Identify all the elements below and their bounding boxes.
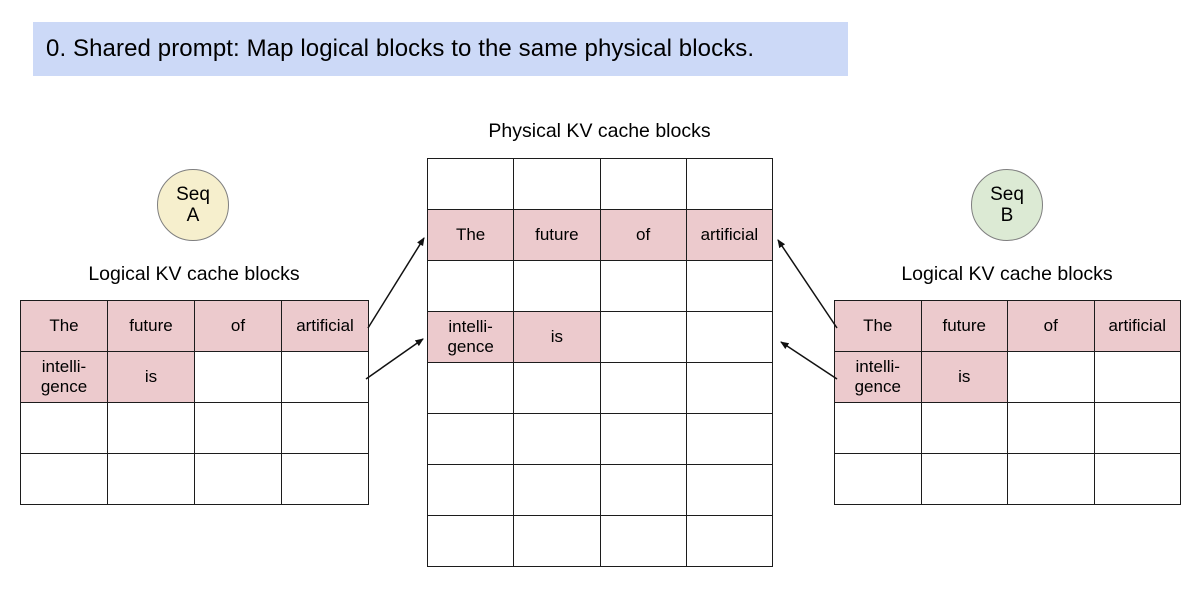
kv-block-cell-filled: artificial xyxy=(282,301,369,352)
kv-block-cell-empty xyxy=(428,159,515,210)
kv-block-cell-empty xyxy=(600,261,687,312)
kv-block-cell-filled: is xyxy=(921,352,1008,403)
kv-block-cell-filled: intelli-gence xyxy=(835,352,922,403)
kv-block-cell-empty xyxy=(1008,454,1095,505)
kv-block-cell-filled: is xyxy=(108,352,195,403)
kv-block-cell-empty xyxy=(600,465,687,516)
seq-a-badge: Seq A xyxy=(157,169,229,241)
kv-block-cell-empty xyxy=(600,516,687,567)
kv-block-cell-empty xyxy=(428,363,515,414)
kv-block-cell-empty xyxy=(600,414,687,465)
kv-block-cell-filled: of xyxy=(600,210,687,261)
kv-block-cell-empty xyxy=(1008,352,1095,403)
kv-block-cell-empty xyxy=(282,352,369,403)
kv-block-cell-empty xyxy=(282,403,369,454)
kv-block-cell-empty xyxy=(1094,403,1181,454)
kv-block-cell-empty xyxy=(108,454,195,505)
kv-block-cell-filled: The xyxy=(21,301,108,352)
kv-block-cell-empty xyxy=(282,454,369,505)
kv-block-cell-filled: of xyxy=(195,301,282,352)
kv-block-cell-filled: The xyxy=(428,210,515,261)
kv-block-cell-empty xyxy=(686,516,773,567)
seq-b-badge: Seq B xyxy=(971,169,1043,241)
seq-b-logical-label: Logical KV cache blocks xyxy=(901,263,1113,285)
kv-block-cell-empty xyxy=(686,465,773,516)
seq-a-letter: A xyxy=(186,205,200,226)
kv-block-cell-empty xyxy=(686,261,773,312)
kv-block-cell-filled: artificial xyxy=(1094,301,1181,352)
kv-block-cell-empty xyxy=(514,159,601,210)
kv-block-row xyxy=(21,454,369,505)
kv-block-cell-empty xyxy=(686,159,773,210)
kv-block-row xyxy=(835,403,1181,454)
kv-block-cell-empty xyxy=(921,454,1008,505)
kv-block-cell-empty xyxy=(195,352,282,403)
kv-block-cell-empty xyxy=(195,454,282,505)
kv-block-cell-empty xyxy=(1094,352,1181,403)
kv-block-cell-filled: artificial xyxy=(686,210,773,261)
kv-block-cell-empty xyxy=(428,261,515,312)
kv-block-cell-empty xyxy=(835,454,922,505)
title-banner: 0. Shared prompt: Map logical blocks to … xyxy=(33,22,848,76)
kv-block-cell-empty xyxy=(1094,454,1181,505)
kv-block-cell-empty xyxy=(514,516,601,567)
kv-block-cell-filled: The xyxy=(835,301,922,352)
kv-block-cell-empty xyxy=(428,465,515,516)
kv-block-cell-empty xyxy=(514,414,601,465)
kv-block-cell-filled: intelli-gence xyxy=(428,312,515,363)
kv-block-cell-filled: future xyxy=(514,210,601,261)
physical-blocks-label: Physical KV cache blocks xyxy=(488,120,711,142)
arrow-seq-b-block1-icon xyxy=(780,341,838,380)
slide-title: 0. Shared prompt: Map logical blocks to … xyxy=(46,35,755,62)
seq-a-logical-label: Logical KV cache blocks xyxy=(88,263,300,285)
kv-block-row xyxy=(428,159,773,210)
arrow-seq-b-block0-icon xyxy=(777,239,838,329)
kv-block-row xyxy=(428,363,773,414)
kv-block-cell-empty xyxy=(514,465,601,516)
seq-a-word: Seq xyxy=(176,184,210,205)
kv-block-cell-empty xyxy=(514,261,601,312)
kv-block-cell-filled: intelli-gence xyxy=(21,352,108,403)
kv-block-cell-filled: future xyxy=(921,301,1008,352)
arrow-seq-a-block1-icon xyxy=(365,338,424,380)
kv-block-row xyxy=(428,414,773,465)
kv-block-row xyxy=(428,465,773,516)
seq-b-letter: B xyxy=(1000,205,1014,226)
kv-block-row xyxy=(835,454,1181,505)
kv-block-cell-empty xyxy=(686,414,773,465)
seq-b-word: Seq xyxy=(990,184,1024,205)
kv-block-cell-filled: of xyxy=(1008,301,1095,352)
arrow-seq-a-block0-icon xyxy=(367,237,425,329)
kv-block-cell-empty xyxy=(686,363,773,414)
kv-block-cell-filled: future xyxy=(108,301,195,352)
kv-block-cell-empty xyxy=(428,414,515,465)
kv-block-cell-empty xyxy=(686,312,773,363)
kv-block-cell-empty xyxy=(1008,403,1095,454)
kv-block-row xyxy=(428,516,773,567)
kv-block-row xyxy=(428,261,773,312)
kv-block-row xyxy=(21,403,369,454)
kv-block-cell-empty xyxy=(600,312,687,363)
kv-block-cell-empty xyxy=(21,403,108,454)
kv-block-cell-empty xyxy=(195,403,282,454)
kv-block-cell-empty xyxy=(108,403,195,454)
kv-block-cell-filled: is xyxy=(514,312,601,363)
kv-block-cell-empty xyxy=(21,454,108,505)
kv-block-cell-empty xyxy=(514,363,601,414)
kv-block-cell-empty xyxy=(600,363,687,414)
kv-block-cell-empty xyxy=(600,159,687,210)
kv-block-cell-empty xyxy=(921,403,1008,454)
kv-block-cell-empty xyxy=(835,403,922,454)
kv-block-cell-empty xyxy=(428,516,515,567)
